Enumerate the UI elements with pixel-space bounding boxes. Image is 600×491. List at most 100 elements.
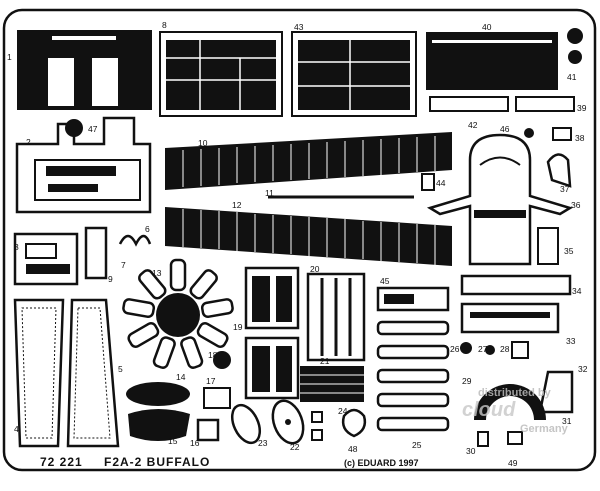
part-6-panel	[66, 298, 120, 448]
part-label-40: 40	[482, 22, 492, 32]
part-label-4: 4	[14, 424, 19, 434]
part-label-6: 6	[145, 224, 150, 234]
part-49-clip	[507, 431, 523, 445]
part-4-bar	[84, 226, 108, 280]
part-label-3: 3	[14, 242, 19, 252]
part-label-29: 29	[462, 376, 472, 386]
part-label-39: 39	[577, 103, 587, 113]
part-label-30: 30	[466, 446, 476, 456]
part-33-bar	[460, 302, 560, 334]
part-label-49: 49	[508, 458, 518, 468]
part-label-48: 48	[348, 444, 358, 454]
part-label-19: 19	[233, 322, 243, 332]
part-8-panel	[159, 31, 283, 117]
part-41-disc	[567, 28, 583, 44]
part-44-clip	[421, 173, 435, 191]
part-17-grill	[203, 387, 231, 409]
part-label-9: 9	[108, 274, 113, 284]
part-label-28: 28	[500, 344, 510, 354]
part-number-labels: 1 2 3 4 5 6 7 8 9 10 11 12 13 14 15 16 1…	[7, 20, 588, 468]
part-14-cowl	[126, 382, 190, 406]
part-label-15: 15	[168, 436, 178, 446]
part-28-tab	[511, 341, 529, 359]
part-label-20: 20	[310, 264, 320, 274]
fret-catalog-number: 72 221	[40, 455, 83, 469]
part-label-21: 21	[320, 356, 330, 366]
part-21-rack	[300, 366, 364, 402]
part-16-clip	[196, 418, 220, 442]
watermark-line-1: distributed by	[478, 387, 552, 399]
part-label-35: 35	[564, 246, 574, 256]
part-label-22: 22	[290, 442, 300, 452]
part-7-clip	[118, 234, 152, 247]
part-label-31: 31	[562, 416, 572, 426]
part-label-27: 27	[478, 344, 488, 354]
part-30-clip	[477, 431, 489, 447]
part-27-disc	[485, 345, 495, 355]
part-32-bracket	[538, 370, 574, 414]
part-2-frame	[15, 116, 152, 214]
part-20-rack	[306, 272, 366, 362]
part-23-wheel	[230, 403, 262, 445]
part-label-1: 1	[7, 52, 12, 62]
part-41-disc-2	[568, 50, 582, 64]
part-label-46: 46	[500, 124, 510, 134]
part-1-panel	[17, 30, 152, 110]
part-42-panel	[291, 31, 417, 117]
part-label-23: 23	[258, 438, 268, 448]
part-label-32: 32	[578, 364, 588, 374]
part-39-strip	[515, 96, 575, 112]
part-label-16: 16	[190, 438, 200, 448]
part-label-47: 47	[88, 124, 98, 134]
part-label-8: 8	[162, 20, 167, 30]
part-label-34: 34	[572, 286, 582, 296]
fret-title: F2A-2 BUFFALO	[104, 455, 210, 469]
part-label-7: 7	[121, 260, 126, 270]
part-24-clip	[311, 411, 323, 441]
part-3-frame	[13, 232, 79, 286]
part-label-13: 13	[152, 268, 162, 278]
part-15-cowl	[128, 409, 190, 441]
part-37-bracket	[546, 153, 572, 188]
part-34-strip	[460, 274, 572, 296]
part-label-14: 14	[176, 372, 186, 382]
part-label-44: 44	[436, 178, 446, 188]
part-label-37: 37	[560, 184, 570, 194]
part-label-26: 26	[450, 344, 460, 354]
part-36-bulkhead	[426, 133, 574, 266]
part-label-10: 10	[198, 138, 208, 148]
watermark-line-2: cloud	[462, 399, 516, 421]
part-18-disc	[213, 351, 231, 369]
fret-frame	[2, 8, 597, 472]
part-10-flap	[165, 132, 452, 190]
part-label-42: 42	[468, 120, 478, 130]
watermark-line-3: Germany	[520, 423, 569, 435]
part-13-engine	[122, 258, 234, 369]
part-29-gear	[474, 384, 546, 420]
part-26-disc	[460, 342, 472, 354]
part-label-12: 12	[232, 200, 242, 210]
part-label-41: 41	[567, 72, 577, 82]
part-5-panel	[13, 298, 65, 448]
part-label-33: 33	[566, 336, 576, 346]
part-38-tab	[552, 127, 572, 141]
part-label-24: 24	[338, 406, 348, 416]
part-label-45: 45	[380, 276, 390, 286]
part-label-17: 17	[206, 376, 216, 386]
part-19-panels	[244, 266, 300, 400]
part-label-18: 18	[208, 350, 218, 360]
part-label-5: 5	[118, 364, 123, 374]
part-40-plate	[426, 32, 558, 90]
part-strip-a	[429, 96, 509, 112]
part-22-wheel	[271, 399, 305, 445]
part-label-2: 2	[26, 137, 31, 147]
part-label-11: 11	[265, 188, 274, 198]
part-43-disc	[524, 128, 534, 138]
fret-copyright: (c) EDUARD 1997	[344, 458, 419, 468]
part-12-flap	[165, 207, 452, 266]
part-label-36: 36	[571, 200, 581, 210]
part-45-block	[376, 286, 450, 312]
part-label-43: 43	[294, 22, 304, 32]
part-label-25: 25	[412, 440, 422, 450]
